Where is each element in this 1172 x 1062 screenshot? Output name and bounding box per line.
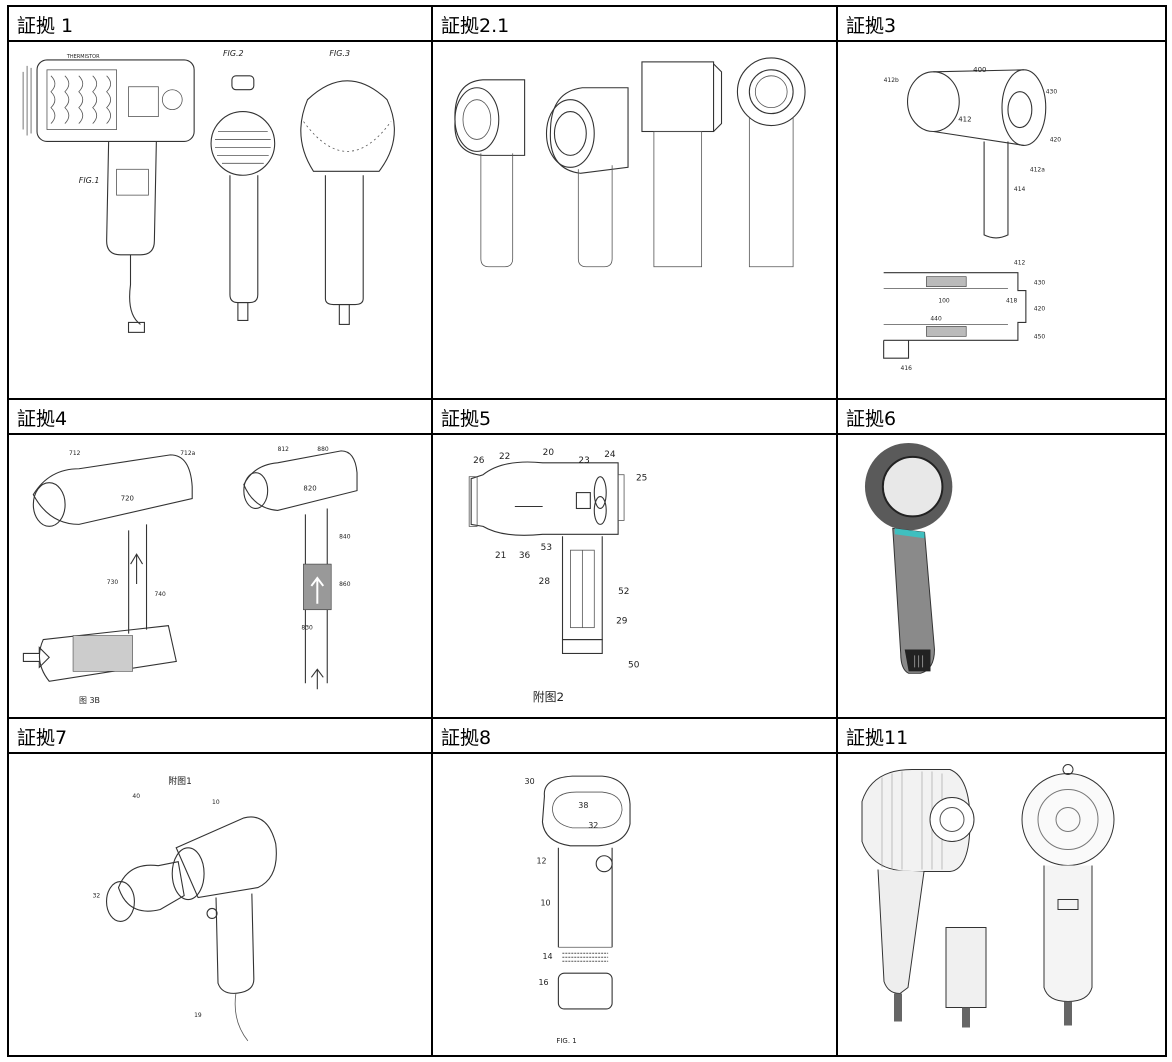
- dryer-section-drawing: 26 22 20 23 24 25 21 36 53 28 52 29 50 附…: [468, 448, 647, 704]
- ref-25: 25: [636, 474, 647, 484]
- ref-10: 10: [540, 898, 550, 907]
- dryer-line-drawing: 附图1 40 32 10 19: [93, 775, 277, 1042]
- ref-29: 29: [616, 617, 628, 627]
- right-dryer-drawing: 812 880 820 860 830 840: [243, 446, 358, 690]
- fig3-label: FIG.3: [329, 49, 350, 58]
- ref-24: 24: [604, 450, 616, 460]
- ref-416: 416: [901, 365, 913, 372]
- ref-10: 10: [212, 799, 220, 806]
- ref-28: 28: [539, 577, 551, 587]
- dryer-render-left: [861, 769, 987, 1028]
- ref-430-section: 430: [1034, 280, 1046, 287]
- header-evidence-7: 証拠7: [9, 719, 433, 754]
- ref-712a: 712a: [180, 450, 195, 457]
- ref-880: 880: [317, 446, 329, 453]
- header-evidence-11: 証拠11: [838, 719, 1165, 754]
- dryer-perspective-view-2: [545, 87, 629, 268]
- evidence-6-render: [838, 435, 1165, 719]
- fig-2-label: 附图2: [533, 690, 564, 704]
- ref-412-section: 412: [1014, 260, 1026, 267]
- ref-820: 820: [303, 485, 316, 493]
- fig1-label: FIG.1: [79, 176, 100, 185]
- ref-418: 418: [1006, 298, 1018, 305]
- evidence-8-patent-figure: 30 38 32 12 10 14 16 FIG. 1: [433, 754, 838, 1055]
- ref-20: 20: [543, 448, 555, 458]
- ref-19: 19: [194, 1012, 202, 1019]
- ref-40: 40: [132, 793, 140, 800]
- evidence-1-patent-figure: FIG.1 THERMISTOR FIG.2 FIG.3: [9, 42, 433, 400]
- evidence-table: 証拠 1 証拠2.1 証拠3 FIG.1 THERMISTOR FIG: [7, 5, 1167, 1057]
- evidence-4-patent-figure: 图 3B 712 712a 720 730 740 812 880 820 86…: [9, 435, 433, 719]
- header-evidence-1: 証拠 1: [9, 7, 433, 42]
- ref-860: 860: [339, 581, 351, 588]
- fig2-dryer-drawing: FIG.2: [210, 49, 276, 321]
- fig2-label: FIG.2: [223, 49, 244, 58]
- fig-3b-left-drawing: 图 3B 712 712a 720 730 740: [22, 450, 196, 705]
- bladeless-dryer-render: [864, 442, 953, 674]
- ref-16: 16: [538, 978, 548, 987]
- ref-450: 450: [1034, 333, 1046, 340]
- ref-420: 420: [1050, 136, 1062, 143]
- header-evidence-3: 証拠3: [838, 7, 1165, 42]
- ref-412: 412: [958, 116, 971, 124]
- ref-100: 100: [938, 298, 950, 305]
- ref-21: 21: [495, 551, 506, 561]
- ref-830: 830: [301, 625, 313, 632]
- thermistor-label: THERMISTOR: [66, 54, 100, 60]
- ref-50: 50: [628, 660, 640, 670]
- fig-1-label: 附图1: [168, 775, 192, 787]
- ref-32: 32: [588, 821, 598, 830]
- evidence-3-patent-figure: 400 412b 412 430 420 412a 414 412 418 10…: [838, 42, 1165, 400]
- ref-30: 30: [525, 777, 535, 786]
- ref-22: 22: [499, 452, 510, 462]
- dryer-render-right: [1021, 764, 1115, 1026]
- evidence-11-render: [838, 754, 1165, 1055]
- section-dryer-drawing: 412 418 100 440 430 420 450 416: [883, 260, 1046, 372]
- ref-38: 38: [578, 801, 588, 810]
- ref-23: 23: [578, 456, 589, 466]
- evidence-7-patent-figure: 附图1 40 32 10 19: [9, 754, 433, 1055]
- ref-720: 720: [121, 495, 134, 503]
- ref-420-section: 420: [1034, 305, 1046, 312]
- upright-dryer-drawing: 30 38 32 12 10 14 16 FIG. 1: [525, 775, 631, 1045]
- perspective-dryer-drawing: 400 412b 412 430 420 412a 414: [884, 66, 1062, 239]
- ref-740: 740: [154, 591, 166, 598]
- fig-3b-label: 图 3B: [79, 696, 100, 705]
- ref-400: 400: [973, 66, 986, 74]
- header-evidence-2-1: 証拠2.1: [433, 7, 838, 42]
- ref-414: 414: [1014, 186, 1026, 193]
- ref-12: 12: [536, 857, 546, 866]
- fig3-dryer-drawing: FIG.3: [300, 49, 395, 325]
- ref-14: 14: [542, 952, 552, 961]
- header-evidence-6: 証拠6: [838, 400, 1165, 435]
- dryer-side-view: [641, 61, 723, 268]
- ref-26: 26: [473, 456, 485, 466]
- ref-36: 36: [519, 551, 531, 561]
- ref-412a: 412a: [1030, 166, 1045, 173]
- header-evidence-4: 証拠4: [9, 400, 433, 435]
- ref-440: 440: [930, 315, 942, 322]
- dryer-perspective-view-1: [454, 79, 526, 268]
- ref-412b: 412b: [884, 77, 899, 84]
- ref-32: 32: [93, 893, 101, 900]
- evidence-5-patent-figure: 26 22 20 23 24 25 21 36 53 28 52 29 50 附…: [433, 435, 838, 719]
- evidence-2-1-design-views: [433, 42, 838, 400]
- fig1-dryer-drawing: FIG.1 THERMISTOR: [22, 54, 195, 333]
- header-evidence-5: 証拠5: [433, 400, 838, 435]
- ref-712: 712: [69, 450, 81, 457]
- ref-52: 52: [618, 587, 629, 597]
- ref-840: 840: [339, 533, 351, 540]
- fig-1-label: FIG. 1: [556, 1037, 576, 1045]
- ref-812: 812: [278, 446, 290, 453]
- ref-53: 53: [541, 543, 552, 553]
- header-evidence-8: 証拠8: [433, 719, 838, 754]
- ref-730: 730: [107, 579, 119, 586]
- ref-430: 430: [1046, 89, 1058, 96]
- dryer-front-view: [736, 57, 806, 268]
